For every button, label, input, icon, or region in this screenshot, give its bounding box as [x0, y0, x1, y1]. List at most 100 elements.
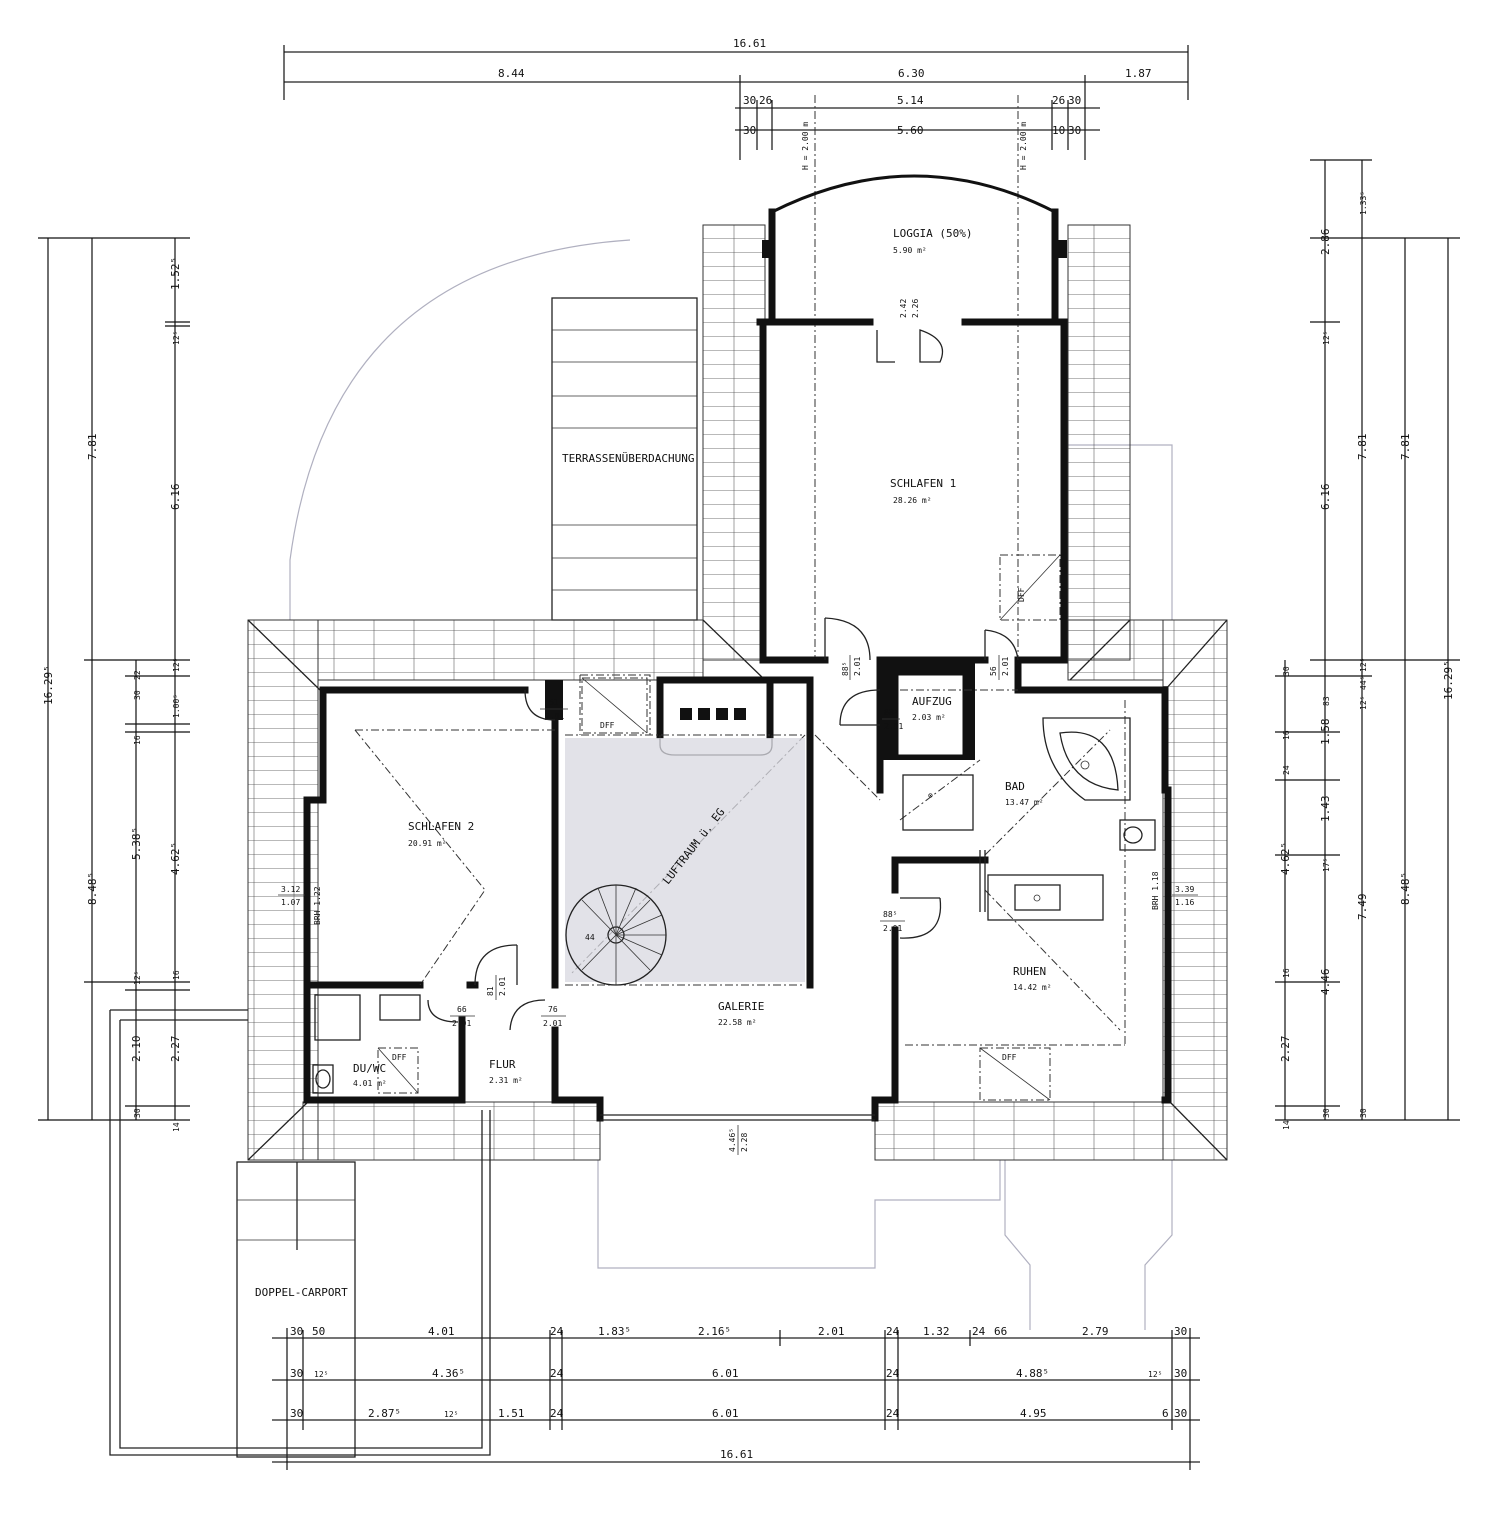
- dim-left-upper: 7.81: [86, 434, 99, 461]
- door-s2-w: 51: [549, 698, 559, 707]
- dim-right-b5: 1.43: [1319, 796, 1332, 823]
- dim-left-d: 12⁵: [172, 658, 181, 672]
- dim-bot1-1: 50: [312, 1325, 325, 1338]
- brh-right: BRH 1.18: [1151, 871, 1160, 910]
- roof-bottom-right: [874, 1101, 1164, 1161]
- dim-right-b10: 2.27: [1279, 1036, 1292, 1063]
- loggia-area: 5.90 m²: [893, 246, 927, 255]
- bad-washbasin: [987, 874, 1104, 921]
- door-galerie-w: 88⁵: [883, 910, 897, 919]
- room-aufzug-area: 2.03 m²: [912, 713, 946, 722]
- bottom-dimension-chains: 30 50 4.01 24 1.83⁵ 2.16⁵ 2.01 24 1.32 2…: [272, 1325, 1200, 1470]
- dim-bot1-7: 24: [886, 1325, 900, 1338]
- dim-left-n: 2.27: [169, 1036, 182, 1063]
- dim-left-g: 1.00⁵: [172, 694, 181, 718]
- room-aufzug-name: AUFZUG: [912, 695, 952, 708]
- room-duwc-name: DU/WC: [353, 1062, 386, 1075]
- bad-partition: [979, 850, 986, 912]
- loggia-label: LOGGIA (50%): [893, 227, 972, 240]
- dim-bot2-8: 30: [1174, 1367, 1187, 1380]
- brh-left: BRH 1.22: [313, 886, 322, 925]
- dim-left-h: 16: [133, 735, 142, 745]
- dim-bot1-2: 4.01: [428, 1325, 455, 1338]
- bathtub: [1042, 717, 1131, 801]
- window-right-h: 3.39: [1175, 885, 1194, 894]
- dim-bot2-1: 12⁵: [314, 1370, 328, 1379]
- roof-top-left-wing: [317, 619, 704, 681]
- door-bad-w: 56: [989, 666, 998, 676]
- dim-top-r4-4: 30: [1068, 124, 1081, 137]
- dim-bot3-8: 6: [1162, 1407, 1169, 1420]
- dim-bot1-10: 66: [994, 1325, 1007, 1338]
- door-flur2-w: 76: [548, 1005, 558, 1014]
- right-dimension-chains: 16.29⁵ 7.81 1.33⁵ 2.86 12⁵ 6.16 7.81 12⁵…: [1275, 159, 1460, 1130]
- dim-top-r4-2: 5.60: [897, 124, 924, 137]
- dim-bot1-6: 2.01: [818, 1325, 845, 1338]
- dff-schlafen1: DFF: [1017, 587, 1026, 602]
- dim-right-b2: 16: [1282, 730, 1291, 740]
- door-duwc-h: 2.01: [452, 1019, 471, 1028]
- dim-right-a2: 12⁵: [1322, 331, 1331, 345]
- dim-top-2: 6.30: [898, 67, 925, 80]
- dim-bot3-3: 1.51: [498, 1407, 525, 1420]
- dff-ruhen: DFF: [1002, 1053, 1017, 1062]
- room-schlafen2-area: 20.91 m²: [408, 839, 447, 848]
- dim-top-r3-4: 26: [1052, 94, 1065, 107]
- bad-shower: ⊗: [902, 774, 974, 831]
- terrace-roof-slats: [552, 329, 697, 591]
- dim-top-r3-2: 26: [759, 94, 772, 107]
- dim-right-outer: 16.29⁵: [1442, 660, 1455, 700]
- dim-right-a7: 12⁵: [1359, 696, 1368, 710]
- dim-right-b7: 4.62⁵: [1279, 842, 1292, 875]
- room-schlafen2-name: SCHLAFEN 2: [408, 820, 474, 833]
- dim-left-i: 5.38⁵: [130, 827, 143, 860]
- dim-left-b: 12⁵: [172, 331, 181, 345]
- dim-right-a3: 6.16: [1319, 484, 1332, 511]
- stair-label: 44: [585, 933, 595, 942]
- dim-bot3-9: 30: [1174, 1407, 1187, 1420]
- room-duwc-area: 4.01 m²: [353, 1079, 387, 1088]
- dim-bot2-7: 12⁵: [1148, 1370, 1162, 1379]
- spiral-stair: 44: [565, 884, 667, 986]
- room-galerie-name: GALERIE: [718, 1000, 764, 1013]
- room-schlafen1-name: SCHLAFEN 1: [890, 477, 956, 490]
- dim-right-a5: 12⁵: [1359, 658, 1368, 672]
- dim-left-m: 2.10: [130, 1036, 143, 1063]
- dim-bot1-8: 1.32: [923, 1325, 950, 1338]
- dim-right-b4: 24: [1282, 765, 1291, 775]
- door-s1-h: 2.01: [853, 657, 862, 676]
- dim-bot2-0: 30: [290, 1367, 303, 1380]
- dim-right-b8: 16: [1282, 968, 1291, 978]
- door-flur-h: 2.01: [498, 977, 507, 996]
- dim-right-a1: 2.86: [1319, 229, 1332, 256]
- dim-bot3-0: 30: [290, 1407, 303, 1420]
- dim-right-a8: 7.49: [1356, 894, 1369, 921]
- dim-top-r3-3: 5.14: [897, 94, 924, 107]
- terrace-roof: TERRASSENÜBERDACHUNG: [551, 297, 698, 621]
- dim-right-b11: 14: [1282, 1120, 1291, 1130]
- dim-top-3: 1.87: [1125, 67, 1152, 80]
- dim-right-b1: 83: [1322, 696, 1331, 706]
- dim-right-a9: 8.48⁵: [1399, 872, 1412, 905]
- dim-left-c: 6.16: [169, 484, 182, 511]
- door-flur-w: 81: [486, 986, 495, 996]
- dim-bot1-9: 24: [972, 1325, 986, 1338]
- dim-bot3-2: 12⁵: [444, 1410, 458, 1419]
- dim-top-1: 8.44: [498, 67, 525, 80]
- dim-top-total: 16.61: [733, 37, 766, 50]
- dim-left-outer: 16.29⁵: [42, 665, 55, 705]
- dim-left-e: 22: [133, 670, 142, 680]
- dim-left-lower: 8.48⁵: [86, 872, 99, 905]
- dim-bot2-4: 6.01: [712, 1367, 739, 1380]
- dim-bot1-3: 24: [550, 1325, 564, 1338]
- room-galerie-area: 22.58 m²: [718, 1018, 757, 1027]
- terrace-roof-label: TERRASSENÜBERDACHUNG: [562, 452, 694, 465]
- door-s1-w: 88⁵: [841, 662, 850, 676]
- bad-toilet: [1119, 819, 1156, 851]
- dim-top-r3-1: 30: [743, 94, 756, 107]
- duwc-washbasin: [314, 994, 421, 1041]
- dim-bot3-6: 24: [886, 1407, 900, 1420]
- fixtures: ⊗: [312, 717, 1156, 1094]
- dim-bot1-12: 30: [1174, 1325, 1187, 1338]
- door-aufzug-h: 2.01: [884, 722, 903, 731]
